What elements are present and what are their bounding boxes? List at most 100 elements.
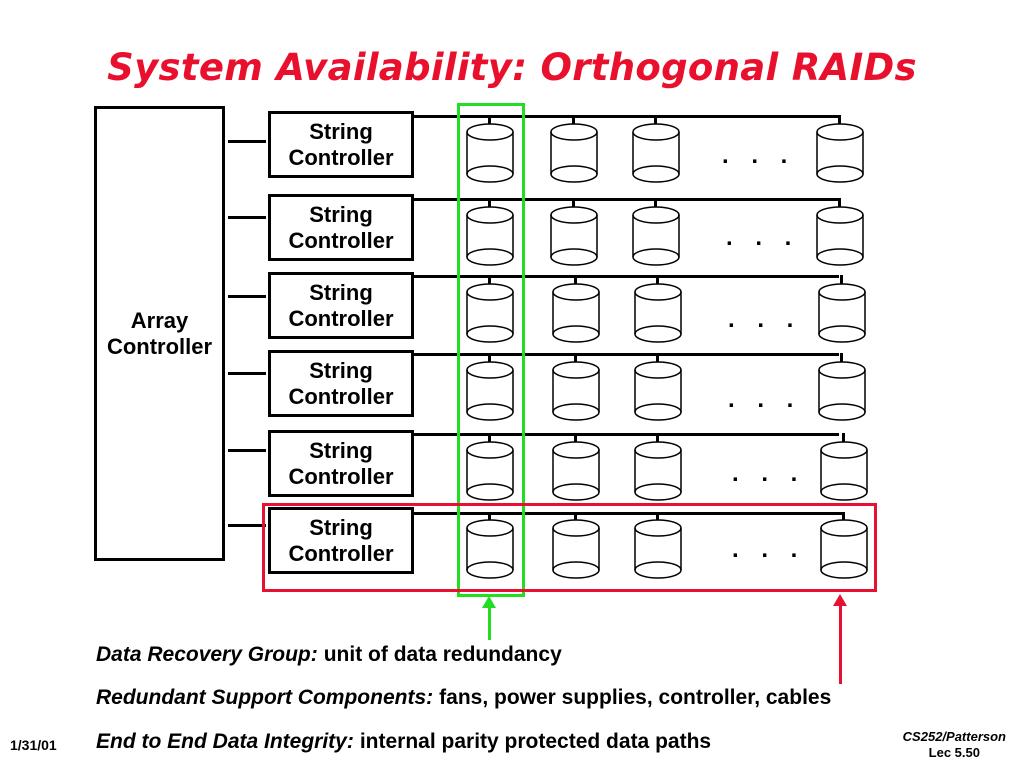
disk-connector <box>574 275 577 291</box>
string-controller-label-line1: String <box>309 514 373 540</box>
array-to-string-connector <box>228 140 266 143</box>
disk-icon <box>820 519 868 579</box>
bullet-text: unit of data redundancy <box>323 643 562 666</box>
redundant-support-arrow-head-icon <box>833 594 847 606</box>
disk-icon <box>466 206 514 266</box>
string-controller-label-line2: Controller <box>288 305 394 331</box>
disk-icon <box>632 206 680 266</box>
array-to-string-connector <box>228 449 266 452</box>
string-bus-line <box>414 275 839 278</box>
bullet-text: internal parity protected data paths <box>359 730 712 753</box>
disk-connector <box>840 275 843 291</box>
redundant-support-highlight <box>262 503 877 592</box>
string-controller-label-line2: Controller <box>288 540 394 566</box>
bullet-data-recovery-group: Data Recovery Group:unit of data redunda… <box>96 643 562 667</box>
more-disks-ellipsis: . . . <box>722 142 796 169</box>
disk-icon <box>818 361 866 421</box>
array-to-string-connector <box>228 216 266 219</box>
string-controller-label-line2: Controller <box>288 144 394 170</box>
disk-icon <box>634 361 682 421</box>
disk-icon <box>552 361 600 421</box>
more-disks-ellipsis: . . . <box>726 224 800 251</box>
array-to-string-connector <box>228 524 266 527</box>
array-to-string-connector <box>228 372 266 375</box>
data-recovery-arrow-line <box>488 606 491 640</box>
disk-icon <box>466 123 514 183</box>
bullet-text: fans, power supplies, controller, cables <box>439 686 832 709</box>
string-controller-label-line2: Controller <box>288 227 394 253</box>
string-controller-label-line2: Controller <box>288 383 394 409</box>
string-controller-label-line1: String <box>309 437 373 463</box>
disk-icon <box>820 441 868 501</box>
disk-icon <box>466 519 514 579</box>
disk-connector <box>656 433 659 449</box>
disk-icon <box>552 519 600 579</box>
bullet-end-to-end-integrity: End to End Data Integrity:internal parit… <box>96 730 711 754</box>
disk-connector <box>654 198 657 214</box>
disk-icon <box>634 441 682 501</box>
disk-icon <box>552 441 600 501</box>
more-disks-ellipsis: . . . <box>732 460 806 487</box>
footer-course-info: CS252/Patterson Lec 5.50 <box>903 729 1006 761</box>
array-controller-label-line1: Array <box>130 307 189 333</box>
disk-icon <box>466 441 514 501</box>
disk-icon <box>634 519 682 579</box>
string-controller-label-line1: String <box>309 357 373 383</box>
disk-connector <box>838 198 841 214</box>
disk-icon <box>818 283 866 343</box>
disk-icon <box>550 123 598 183</box>
disk-connector <box>574 433 577 449</box>
disk-connector <box>656 353 659 369</box>
string-controller-label-line2: Controller <box>288 463 394 489</box>
string-bus-line <box>414 512 843 515</box>
disk-connector <box>488 115 491 131</box>
disk-connector <box>488 198 491 214</box>
disk-connector <box>656 275 659 291</box>
disk-connector <box>488 353 491 369</box>
disk-connector <box>572 198 575 214</box>
disk-icon <box>550 206 598 266</box>
disk-icon <box>816 206 864 266</box>
disk-connector <box>838 115 841 131</box>
footer-date: 1/31/01 <box>10 737 57 753</box>
disk-icon <box>632 123 680 183</box>
disk-connector <box>488 275 491 291</box>
string-bus-line <box>414 198 839 201</box>
string-bus-line <box>414 115 839 118</box>
footer-course: CS252/Patterson <box>902 729 1006 744</box>
disk-connector <box>488 433 491 449</box>
data-recovery-group-highlight <box>457 103 525 597</box>
bullet-term: Redundant Support Components: <box>96 686 434 709</box>
disk-connector <box>842 433 845 449</box>
more-disks-ellipsis: . . . <box>732 536 806 563</box>
more-disks-ellipsis: . . . <box>728 386 802 413</box>
disk-icon <box>634 283 682 343</box>
string-controller-label-line1: String <box>309 279 373 305</box>
string-bus-line <box>414 353 839 356</box>
disk-connector <box>654 115 657 131</box>
disk-connector <box>574 353 577 369</box>
footer-lecture: Lec 5.50 <box>928 745 980 760</box>
bullet-term: End to End Data Integrity: <box>96 730 354 753</box>
disk-icon <box>466 361 514 421</box>
data-recovery-arrow-head-icon <box>482 596 496 608</box>
redundant-support-arrow-line <box>839 604 842 684</box>
disk-connector <box>840 353 843 369</box>
slide-title: System Availability: Orthogonal RAIDs <box>107 46 917 89</box>
bullet-term: Data Recovery Group: <box>96 643 318 666</box>
disk-connector <box>572 115 575 131</box>
string-bus-line <box>414 433 839 436</box>
array-controller-box: Array Controller <box>94 106 225 561</box>
disk-icon <box>816 123 864 183</box>
array-controller-label-line2: Controller <box>106 333 213 359</box>
string-controller-label-line1: String <box>309 201 373 227</box>
more-disks-ellipsis: . . . <box>728 306 802 333</box>
string-controller-label-line1: String <box>309 118 373 144</box>
disk-icon <box>466 283 514 343</box>
